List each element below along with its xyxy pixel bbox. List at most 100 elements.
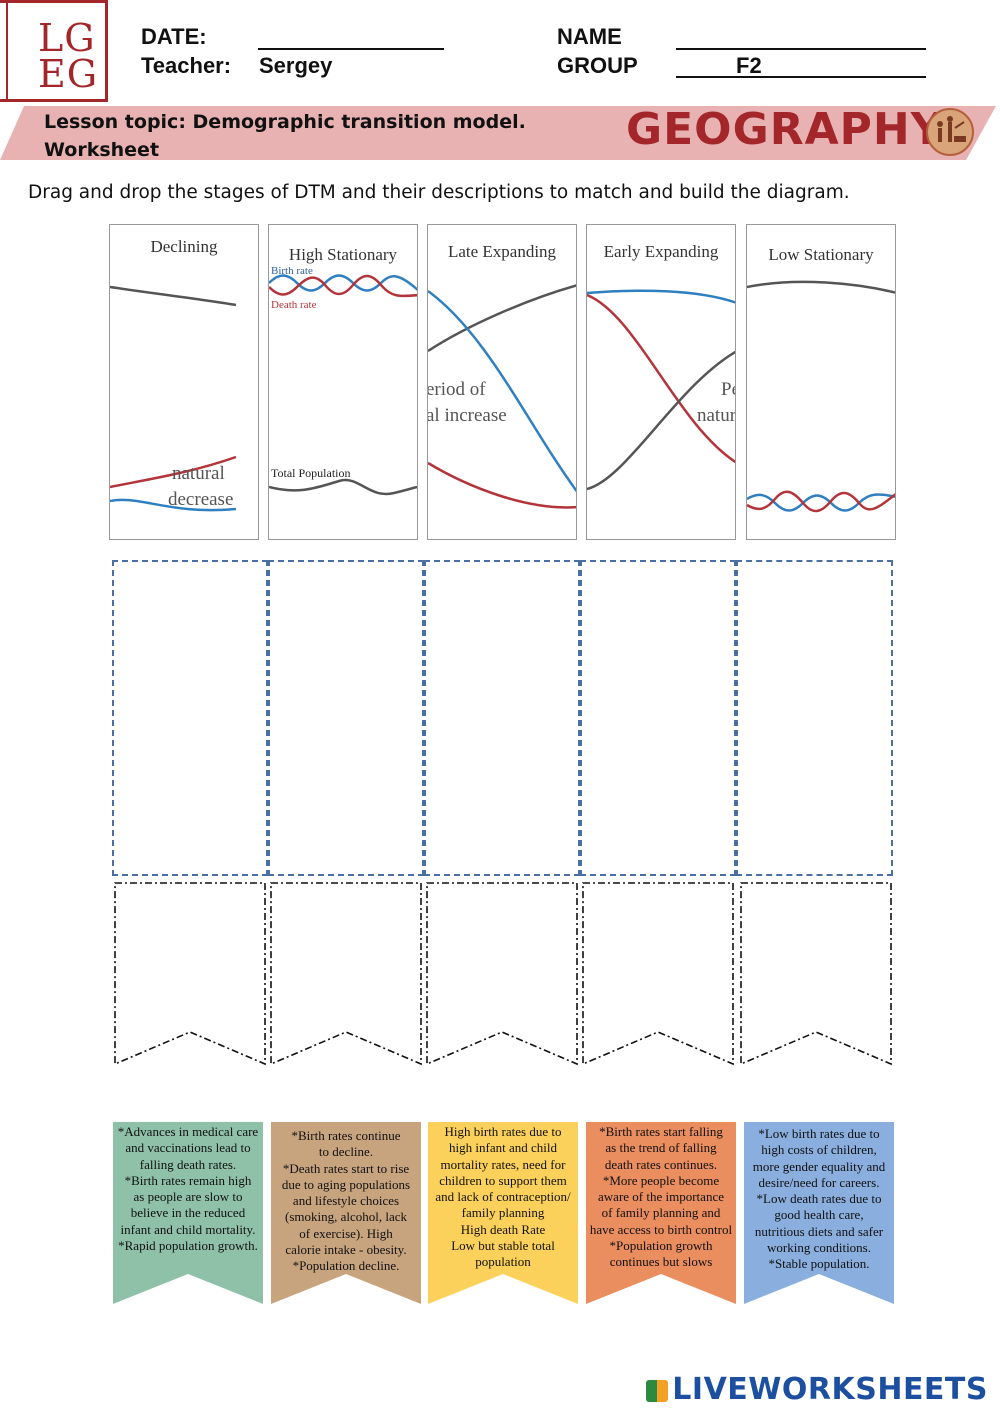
description-line: of family planning and <box>601 1205 721 1221</box>
description-line: *Death rates start to rise <box>282 1160 410 1176</box>
description-line: as the trend of falling <box>605 1140 717 1156</box>
card-title: Declining <box>150 237 218 256</box>
stage-card-early-expanding[interactable]: Early Expanding Pe natur <box>586 224 736 540</box>
description-line: *Low birth rates due to <box>758 1126 880 1141</box>
description-line: more gender equality and <box>752 1158 886 1174</box>
description-line: working conditions. <box>767 1240 871 1256</box>
description-line: nutritious diets and safer <box>754 1223 884 1239</box>
description-line: *Birth rates remain high <box>124 1172 252 1188</box>
low-stationary-graph <box>747 280 895 513</box>
description-line: population <box>475 1254 531 1270</box>
liveworksheets-logo: LIVEWORKSHEETS <box>646 1372 988 1407</box>
description-line: continues but slows <box>609 1254 713 1270</box>
graph-label: decrease <box>168 489 234 510</box>
stage-card-late-expanding[interactable]: Late Expanding eriod of al increase <box>427 224 577 540</box>
description-line: high infant and child <box>449 1140 557 1156</box>
drop-zone-description-3[interactable] <box>426 882 580 1068</box>
logo-line-2: EG <box>38 52 99 96</box>
group-value: F2 <box>736 53 762 78</box>
people-icon <box>926 108 974 156</box>
instruction-text: Drag and drop the stages of DTM and thei… <box>28 182 850 203</box>
description-line: (smoking, alcohol, lack <box>284 1209 408 1225</box>
early-expanding-graph <box>587 289 735 491</box>
description-line: as people are slow to <box>133 1189 243 1205</box>
drop-zone-graph-5[interactable] <box>736 560 893 876</box>
card-title: Late Expanding <box>447 242 557 261</box>
liveworksheets-icon <box>646 1379 669 1402</box>
declining-graph <box>110 285 237 512</box>
group-field[interactable] <box>676 76 926 78</box>
date-field[interactable] <box>258 48 444 50</box>
description-line: have access to birth control <box>589 1221 733 1237</box>
logo-line-1: LG <box>38 16 96 60</box>
description-line: high costs of children, <box>761 1142 877 1158</box>
high-stationary-graph <box>269 274 417 496</box>
description-line: *Population growth <box>609 1238 713 1254</box>
description-line: and lack of contraception/ <box>435 1189 571 1205</box>
brand-text: LIVEWORKSHEETS <box>672 1372 988 1407</box>
description-line: *Birth rates start falling <box>599 1124 723 1139</box>
description-line: High death Rate <box>460 1221 546 1237</box>
drop-zone-graph-2[interactable] <box>268 560 424 876</box>
topic-banner <box>0 106 996 160</box>
group-label: GROUP <box>557 53 638 78</box>
description-line: *Advances in medical care <box>117 1124 259 1139</box>
drop-zone-description-2[interactable] <box>270 882 424 1068</box>
teacher-value: Sergey <box>259 53 333 78</box>
description-line: and vaccinations lead to <box>125 1140 251 1156</box>
description-line: *Population decline. <box>292 1258 400 1274</box>
graph-label: natural <box>172 463 225 484</box>
description-line: to decline. <box>318 1144 374 1160</box>
graph-label: eriod of <box>427 379 486 400</box>
description-line: mortality rates, need for <box>440 1156 566 1172</box>
lesson-topic: Lesson topic: Demographic transition mod… <box>44 108 526 164</box>
description-line: falling death rates. <box>139 1156 237 1172</box>
stage-card-low-stationary[interactable]: Low Stationary <box>746 224 896 540</box>
description-line: *Birth rates continue <box>291 1128 401 1143</box>
lesson-topic-line-2: Worksheet <box>44 139 160 161</box>
description-line: High birth rates due to <box>444 1124 562 1139</box>
description-line: *Low death rates due to <box>756 1191 882 1207</box>
card-title: Early Expanding <box>603 242 719 261</box>
card-title: High Stationary <box>288 245 398 264</box>
description-line: of exercise). High <box>299 1225 393 1241</box>
late-expanding-graph <box>428 284 576 509</box>
graph-label: natur <box>697 405 736 426</box>
description-line: family planning <box>461 1205 545 1221</box>
subject-title: GEOGRAPHY <box>626 104 944 155</box>
stage-card-high-stationary[interactable]: High Stationary Birth rate Death rate To… <box>268 224 418 540</box>
card-title: Low Stationary <box>768 245 874 264</box>
drop-zone-graph-1[interactable] <box>112 560 268 876</box>
stage-card-declining[interactable]: Declining natural decrease <box>109 224 259 540</box>
birth-rate-label: Birth rate <box>271 265 313 277</box>
description-line: *Stable population. <box>768 1256 870 1272</box>
name-field[interactable] <box>676 48 926 50</box>
description-line: death rates continues. <box>604 1156 718 1172</box>
drop-zone-graph-3[interactable] <box>424 560 580 876</box>
description-line: desire/need for careers. <box>758 1174 880 1190</box>
description-line: *Rapid population growth. <box>118 1238 258 1254</box>
graph-label: Pe <box>721 379 735 400</box>
graph-label: al increase <box>427 405 507 426</box>
description-line: *More people become <box>602 1172 720 1188</box>
drop-zone-graph-4[interactable] <box>580 560 736 876</box>
drop-zone-description-5[interactable] <box>740 882 894 1068</box>
school-logo: LG EG <box>0 0 108 102</box>
drop-zone-description-1[interactable] <box>114 882 268 1068</box>
population-label: Total Population <box>271 466 351 480</box>
drop-zone-description-4[interactable] <box>582 882 736 1068</box>
description-line: good health care, <box>774 1207 864 1223</box>
description-line: Low but stable total <box>451 1238 555 1254</box>
description-line: aware of the importance <box>598 1189 724 1205</box>
description-line: infant and child mortality. <box>120 1221 256 1237</box>
